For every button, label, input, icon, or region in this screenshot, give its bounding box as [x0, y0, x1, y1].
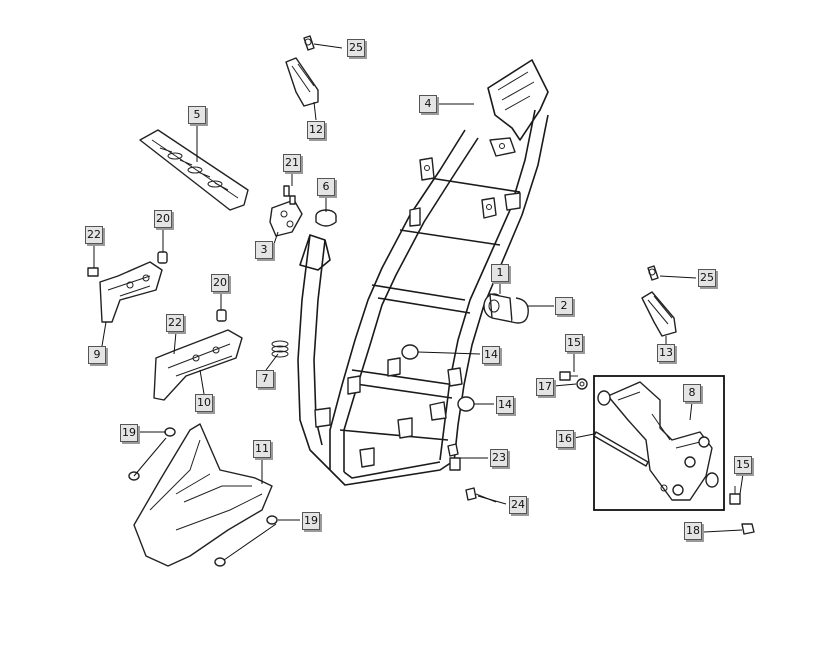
callout-24: 24 — [509, 496, 527, 514]
part-11-belly-pan — [133, 423, 273, 567]
callout-11: 11 — [253, 440, 271, 458]
part-13-footrest — [641, 291, 677, 337]
callout-1: 1 — [491, 264, 509, 282]
callout-14: 14 — [482, 346, 500, 364]
callout-8: 8 — [683, 384, 701, 402]
part-2-clip — [511, 297, 529, 324]
callout-22: 22 — [85, 226, 103, 244]
main-frame — [297, 59, 549, 486]
part-25-pin-top — [303, 35, 315, 51]
part-15-bolt-a — [559, 371, 578, 381]
callout-20: 20 — [154, 210, 172, 228]
part-20-nut-b — [216, 309, 227, 322]
callout-23: 23 — [490, 449, 508, 467]
callout-4: 4 — [419, 95, 437, 113]
callout-21: 21 — [283, 154, 301, 172]
part-12-footrest — [285, 57, 319, 107]
callout-2: 2 — [555, 297, 573, 315]
part-21-bolts — [283, 185, 296, 205]
part-8-swingarm — [593, 375, 725, 511]
callout-25: 25 — [347, 39, 365, 57]
part-9-bracket — [99, 261, 163, 323]
callout-3: 3 — [255, 241, 273, 259]
part-15-bolt-b — [729, 486, 741, 505]
part-17-washer — [576, 378, 588, 390]
part-25-pin-right — [647, 265, 659, 281]
callout-9: 9 — [88, 346, 106, 364]
callout-7: 7 — [256, 370, 274, 388]
part-1-bushing — [483, 293, 513, 323]
callout-20: 20 — [211, 274, 229, 292]
callout-19: 19 — [120, 424, 138, 442]
callout-22: 22 — [166, 314, 184, 332]
callout-6: 6 — [317, 178, 335, 196]
callout-15: 15 — [565, 334, 583, 352]
callout-18: 18 — [684, 522, 702, 540]
callout-19: 19 — [302, 512, 320, 530]
callout-13: 13 — [657, 344, 675, 362]
part-23-bolt — [447, 443, 461, 471]
part-6-cap — [315, 209, 337, 227]
callout-12: 12 — [307, 121, 325, 139]
part-19-clip-c — [266, 515, 278, 525]
part-19-clip-a — [164, 427, 176, 437]
part-7-spring — [271, 340, 289, 358]
part-22-bolt-a — [87, 267, 99, 277]
callout-16: 16 — [556, 430, 574, 448]
part-10-bracket — [153, 329, 243, 401]
callout-15: 15 — [734, 456, 752, 474]
callout-5: 5 — [188, 106, 206, 124]
callout-10: 10 — [195, 394, 213, 412]
leader-lines — [93, 43, 744, 561]
part-16-shaft — [593, 431, 649, 467]
callout-25: 25 — [698, 269, 716, 287]
part-3-plate — [269, 199, 303, 237]
part-20-nut-a — [157, 251, 168, 264]
part-18-nut — [741, 523, 755, 535]
part-5-bracket — [139, 129, 249, 211]
part-19-clip-d — [214, 557, 226, 567]
callout-14: 14 — [496, 396, 514, 414]
callout-17: 17 — [536, 378, 554, 396]
